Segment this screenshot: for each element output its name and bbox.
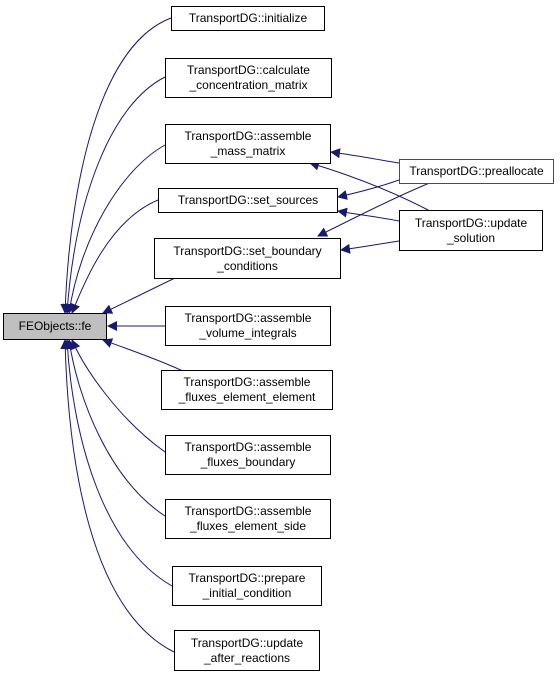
edge-preallocate-to-sources: [337, 179, 400, 200]
edge-calc-conc-to-fe: [62, 76, 166, 314]
edge-initialize-to-fe: [60, 17, 172, 314]
node-calculate-concentration-matrix[interactable]: TransportDG::calculate _concentration_ma…: [165, 58, 332, 98]
edge-preallocate-to-mass: [330, 148, 400, 164]
edge-sources-to-fe: [70, 199, 159, 314]
edge-prepare-to-fe: [62, 339, 173, 587]
node-update-solution[interactable]: TransportDG::update _solution: [399, 210, 543, 251]
edge-update-sol-to-boundary: [340, 240, 400, 254]
edge-preallocate-to-boundary: [317, 181, 433, 237]
node-feobjects-fe[interactable]: FEObjects::fe: [3, 313, 107, 340]
edge-update-sol-to-mass: [309, 160, 433, 213]
edge-update-sol-to-sources: [337, 207, 400, 222]
node-assemble-fluxes-boundary[interactable]: TransportDG::assemble _fluxes_boundary: [165, 435, 331, 475]
edge-fluxes-b-to-fe: [70, 339, 166, 453]
edge-fluxes-es-to-fe: [65, 339, 166, 517]
node-assemble-mass-matrix[interactable]: TransportDG::assemble _mass_matrix: [165, 124, 331, 164]
node-assemble-volume-integrals[interactable]: TransportDG::assemble _volume_integrals: [165, 306, 331, 346]
edge-boundary-to-fe: [102, 277, 176, 314]
node-set-sources[interactable]: TransportDG::set_sources: [158, 188, 338, 213]
node-update-after-reactions[interactable]: TransportDG::update _after_reactions: [174, 630, 320, 671]
node-assemble-fluxes-element-side[interactable]: TransportDG::assemble _fluxes_element_si…: [165, 499, 331, 539]
node-assemble-fluxes-element-element[interactable]: TransportDG::assemble _fluxes_element_el…: [161, 370, 333, 410]
node-set-boundary-conditions[interactable]: TransportDG::set_boundary _conditions: [154, 238, 341, 279]
edge-fluxes-ee-to-fe: [102, 338, 186, 373]
node-initialize[interactable]: TransportDG::initialize: [171, 6, 325, 31]
edge-mass-to-fe: [65, 144, 166, 314]
node-preallocate[interactable]: TransportDG::preallocate: [399, 159, 554, 184]
node-prepare-initial-condition[interactable]: TransportDG::prepare _initial_condition: [172, 566, 322, 606]
edge-update-ar-to-fe: [60, 339, 175, 653]
